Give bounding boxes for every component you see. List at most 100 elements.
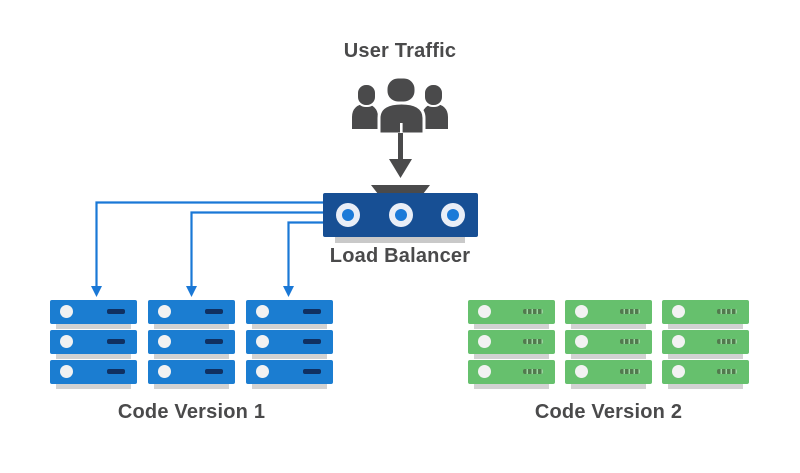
server-unit — [50, 330, 137, 354]
server-power-light — [478, 335, 491, 348]
lb-port-light — [441, 203, 465, 227]
lb-connector-1-arrowhead — [91, 286, 102, 297]
server-unit — [148, 330, 235, 354]
back-person-left — [350, 83, 380, 131]
lb-port-dot — [447, 209, 459, 221]
traffic-arrow-head — [389, 159, 412, 178]
server-power-light — [256, 335, 269, 348]
server-power-light — [256, 365, 269, 378]
server-shadow — [668, 324, 743, 329]
server-drive-slot — [107, 369, 125, 374]
server-cluster-version2 — [468, 300, 749, 390]
lb-port-dot — [342, 209, 354, 221]
server-shadow — [252, 324, 327, 329]
server-shadow — [571, 384, 646, 389]
server-power-light — [575, 365, 588, 378]
server-power-light — [60, 305, 73, 318]
server-power-light — [672, 335, 685, 348]
server-stack — [662, 300, 749, 390]
server-shadow — [56, 384, 131, 389]
server-power-light — [575, 305, 588, 318]
server-shadow — [668, 354, 743, 359]
lb-port-light — [388, 203, 413, 227]
server-shadow — [252, 384, 327, 389]
server-unit — [50, 360, 137, 384]
server-drive-slot — [303, 309, 321, 314]
server-unit — [565, 300, 652, 324]
lb-port-light — [336, 203, 360, 227]
server-power-light — [158, 305, 171, 318]
server-power-light — [478, 305, 491, 318]
lb-connector-2-arrowhead — [186, 286, 197, 297]
server-unit — [662, 330, 749, 354]
server-drive-slot — [620, 369, 640, 374]
front-person — [377, 75, 426, 136]
server-shadow — [252, 354, 327, 359]
server-power-light — [256, 305, 269, 318]
server-shadow — [154, 324, 229, 329]
server-unit — [468, 360, 555, 384]
server-drive-slot — [620, 339, 640, 344]
cluster-label-version2: Code Version 2 — [534, 401, 683, 423]
server-stack — [468, 300, 555, 390]
traffic-arrow-shaft — [398, 133, 403, 161]
server-shadow — [668, 384, 743, 389]
server-unit — [565, 360, 652, 384]
server-shadow — [56, 324, 131, 329]
server-stack — [50, 300, 137, 390]
server-unit — [662, 360, 749, 384]
server-drive-slot — [303, 369, 321, 374]
server-unit — [565, 330, 652, 354]
server-shadow — [474, 384, 549, 389]
server-power-light — [672, 305, 685, 318]
server-drive-slot — [303, 339, 321, 344]
user-traffic-label: User Traffic — [343, 40, 457, 62]
server-unit — [50, 300, 137, 324]
server-drive-slot — [523, 309, 543, 314]
server-shadow — [154, 384, 229, 389]
server-drive-slot — [620, 309, 640, 314]
server-drive-slot — [107, 339, 125, 344]
back-person-right — [420, 83, 450, 131]
server-stack — [565, 300, 652, 390]
server-unit — [246, 330, 333, 354]
server-drive-slot — [107, 309, 125, 314]
server-power-light — [60, 365, 73, 378]
server-unit — [468, 330, 555, 354]
server-unit — [246, 300, 333, 324]
server-power-light — [672, 365, 685, 378]
server-shadow — [474, 324, 549, 329]
server-stack — [148, 300, 235, 390]
server-drive-slot — [717, 339, 737, 344]
server-unit — [246, 360, 333, 384]
lb-port-dot — [394, 209, 407, 221]
server-cluster-version1 — [50, 300, 333, 390]
server-drive-slot — [205, 309, 223, 314]
lb-connector-3-arrowhead — [283, 286, 294, 297]
server-power-light — [575, 335, 588, 348]
server-unit — [468, 300, 555, 324]
server-unit — [148, 360, 235, 384]
server-drive-slot — [717, 369, 737, 374]
server-power-light — [478, 365, 491, 378]
server-unit — [148, 300, 235, 324]
front-person-notch — [400, 123, 403, 134]
user-group-icon — [350, 75, 450, 136]
server-shadow — [56, 354, 131, 359]
server-drive-slot — [205, 369, 223, 374]
server-stack — [246, 300, 333, 390]
load-balancer-label: Load Balancer — [329, 245, 471, 267]
load-balancer-shadow — [335, 237, 465, 243]
server-shadow — [154, 354, 229, 359]
server-drive-slot — [523, 339, 543, 344]
server-power-light — [60, 335, 73, 348]
server-shadow — [571, 354, 646, 359]
server-drive-slot — [717, 309, 737, 314]
cluster-label-version1: Code Version 1 — [117, 401, 266, 423]
server-power-light — [158, 335, 171, 348]
server-drive-slot — [523, 369, 543, 374]
server-drive-slot — [205, 339, 223, 344]
server-shadow — [571, 324, 646, 329]
load-balancer — [323, 193, 478, 237]
